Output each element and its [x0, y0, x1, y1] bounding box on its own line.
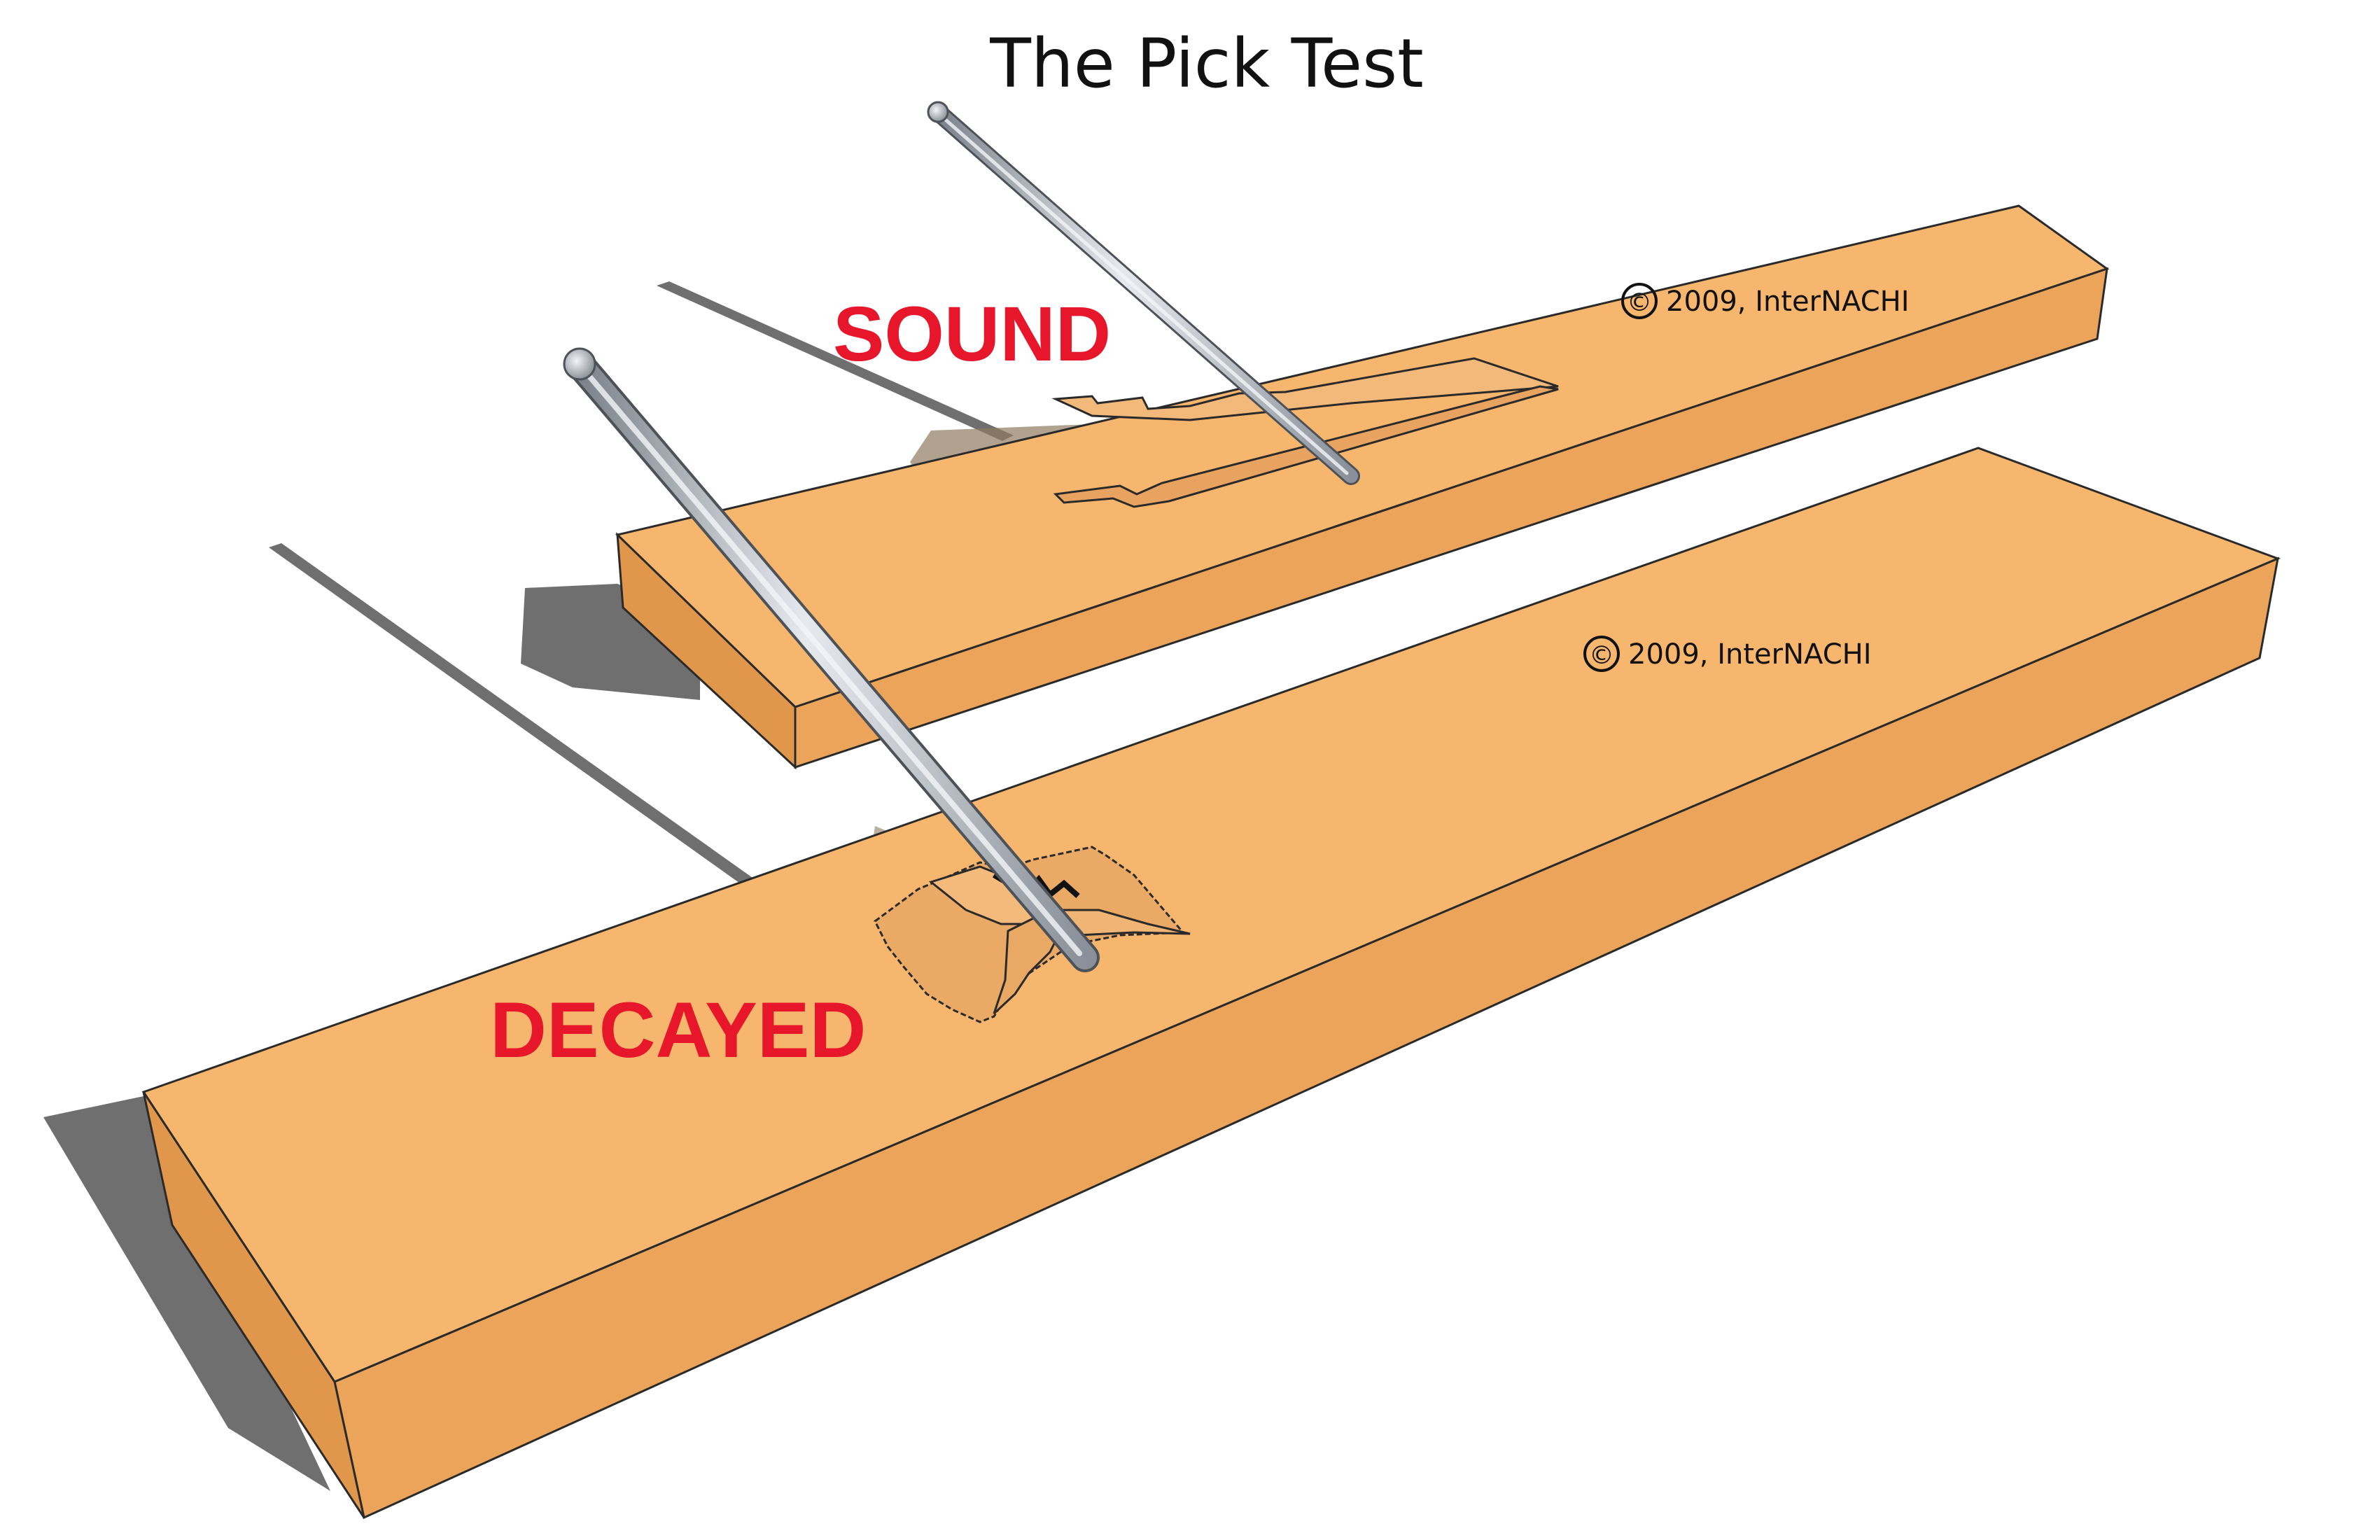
copyright-upper-circle [1621, 283, 1658, 319]
lower-pick [563, 347, 1100, 972]
decayed-pit [874, 846, 1191, 1023]
copyright-upper-symbol: © [1627, 288, 1652, 317]
decayed-label: DECAYED [490, 986, 866, 1074]
copyright-upper-text: 2009, InterNACHI [1666, 286, 1910, 318]
lower-board-shadow [43, 1096, 330, 1491]
lower-pick-shadow [269, 543, 755, 885]
copyright-lower-symbol: © [1589, 641, 1614, 670]
copyright-lower-text: 2009, InterNACHI [1628, 638, 1872, 671]
lower-board-decayed [141, 447, 2281, 1520]
upper-board-end [616, 532, 797, 770]
copyright-lower-board: © 2009, InterNACHI [1583, 636, 1872, 672]
sound-label: SOUND [833, 291, 1111, 377]
upper-board-sound [615, 204, 2110, 770]
copyright-lower-circle [1583, 636, 1620, 672]
lower-board-end [142, 1091, 365, 1518]
upper-pick [927, 101, 1360, 485]
upper-pick-shadow [657, 281, 1014, 441]
copyright-upper-board: © 2009, InterNACHI [1621, 283, 1910, 319]
diagram-title: The Pick Test [989, 24, 1423, 103]
